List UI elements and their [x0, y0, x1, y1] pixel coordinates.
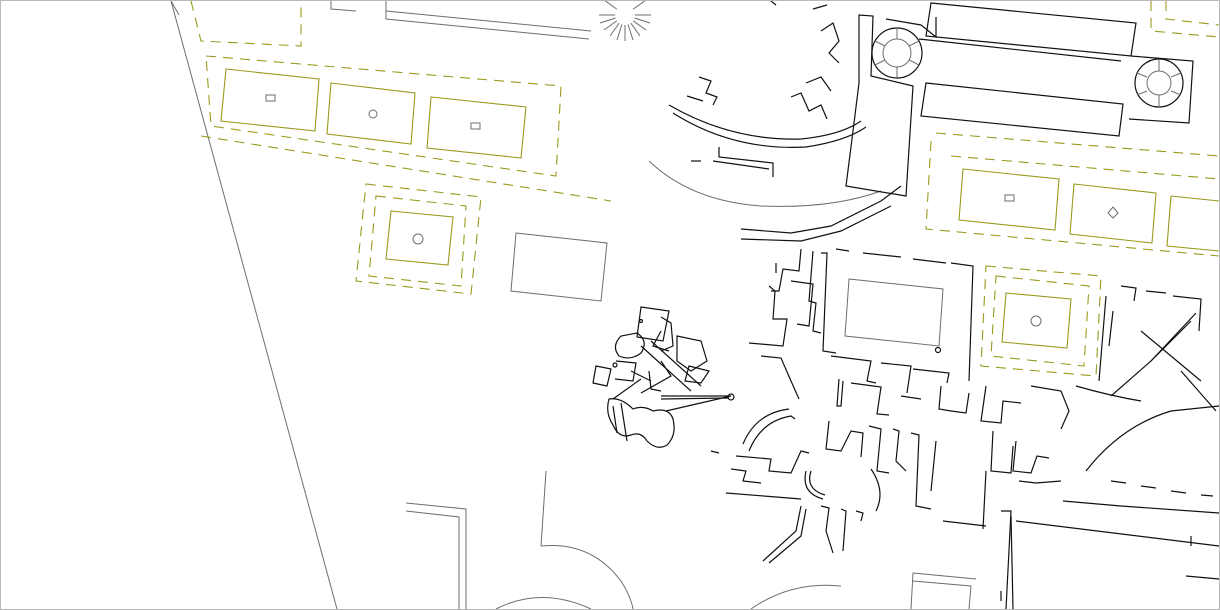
lower-right-building-walls [748, 248, 1219, 609]
site-arcs [495, 160, 882, 609]
landscape-beds-right [925, 1, 1219, 377]
site-boundary [170, 1, 338, 609]
fountain-radial [599, 1, 651, 41]
central-sculpture [592, 306, 735, 448]
landscape-beds-upper-left [190, 1, 612, 295]
upper-right-building [740, 2, 1194, 242]
curved-building-walls [668, 1, 867, 177]
lower-center-walls [405, 408, 987, 609]
paved-pads [330, 1, 608, 302]
